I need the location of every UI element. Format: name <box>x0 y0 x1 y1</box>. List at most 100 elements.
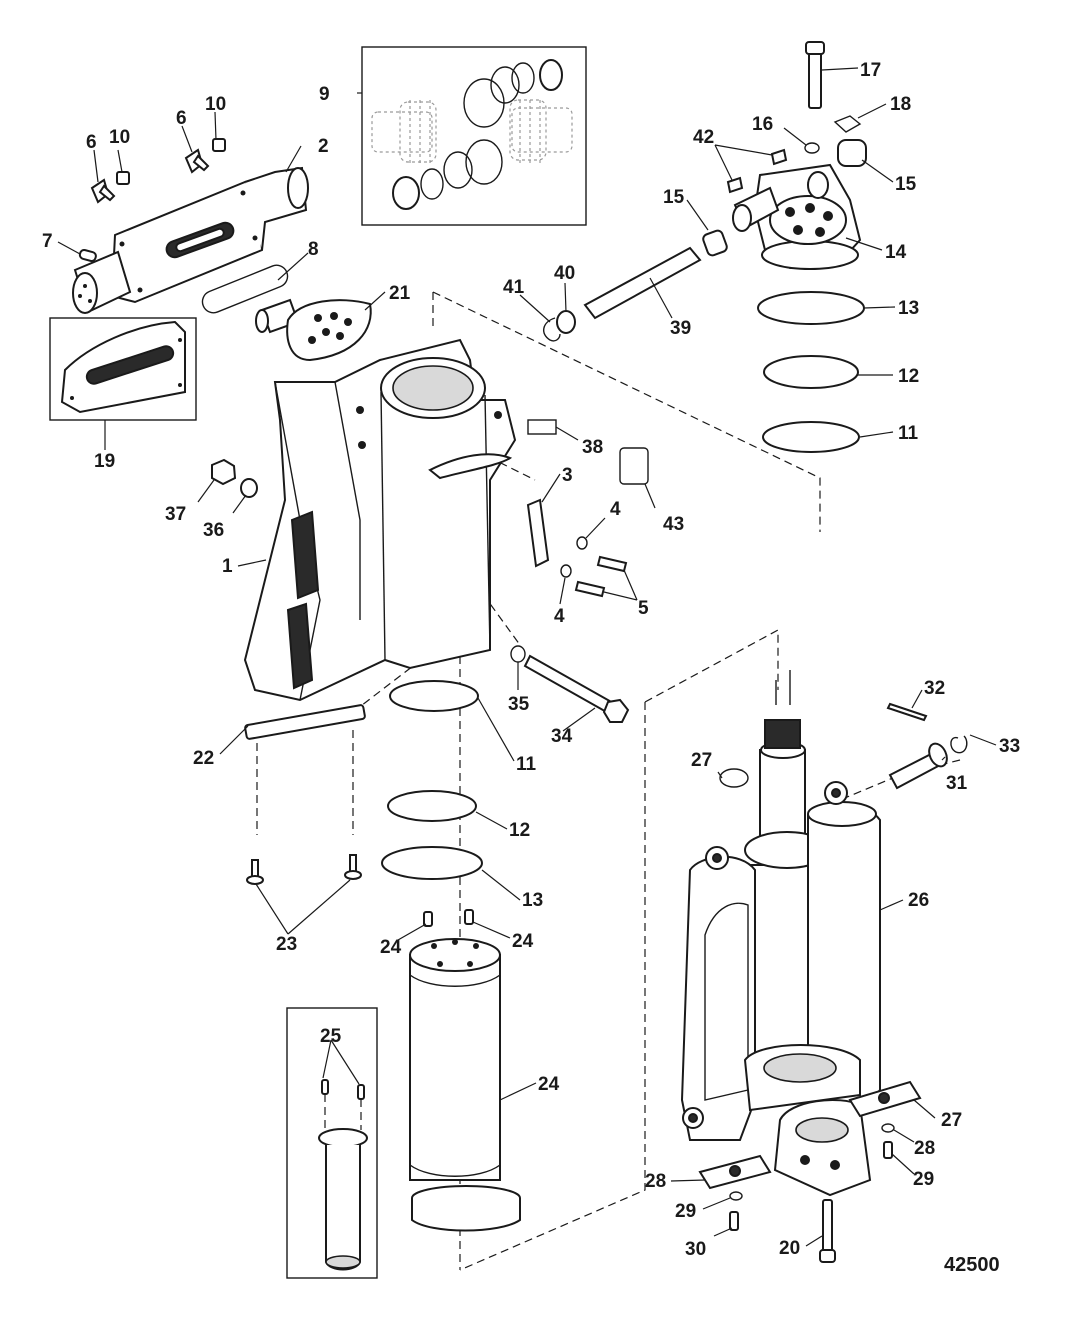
washer-part-4-lower <box>560 564 572 578</box>
callout-6-right: 6 <box>176 108 187 129</box>
swivel-bracket-part-1 <box>243 338 517 702</box>
callout-27-left: 28 <box>645 1171 666 1192</box>
washer-part-40 <box>556 310 576 334</box>
callout-15-left: 15 <box>663 187 685 208</box>
decal-part-43 <box>619 447 649 485</box>
callout-8: 8 <box>308 239 319 260</box>
inset-box-alternate-tube <box>286 1007 378 1279</box>
retaining-ring-part-41 <box>543 317 561 342</box>
callout-21: 22 <box>193 748 214 769</box>
bolt-part-34 <box>523 654 617 716</box>
cotter-pin-part-32 <box>886 702 928 722</box>
callout-10-left: 10 <box>109 127 130 148</box>
screw-part-42-upper <box>770 148 788 166</box>
inset-box-seal-kit <box>361 46 587 226</box>
washer-part-28-left <box>729 1191 743 1201</box>
callout-11-upper: 11 <box>898 423 919 444</box>
dowel-part-24-left <box>423 911 433 927</box>
screw-part-29-right <box>883 1141 893 1159</box>
plug-part-10-left <box>116 171 130 185</box>
callout-30: 20 <box>779 1238 800 1259</box>
bolt-part-30 <box>819 1199 836 1263</box>
ring-part-12-upper <box>763 355 859 389</box>
callout-1: 1 <box>222 556 233 577</box>
figure-number: 42500 <box>944 1254 1000 1276</box>
washer-part-17 <box>804 142 820 154</box>
trim-pump-assembly-part-25 <box>680 670 881 1141</box>
callout-26: 27 <box>691 750 712 771</box>
callout-6-left: 6 <box>86 132 97 153</box>
callout-12-upper: 12 <box>898 366 919 387</box>
callout-36: 36 <box>203 520 224 541</box>
retaining-ring-part-33 <box>950 735 968 754</box>
callout-2: 2 <box>318 136 329 157</box>
callout-32: 32 <box>924 678 945 699</box>
callout-18: 18 <box>890 94 911 115</box>
callout-27-right: 27 <box>941 1110 962 1131</box>
callout-37: 37 <box>165 504 186 525</box>
washer-part-4-upper <box>576 536 588 550</box>
callout-31: 31 <box>946 773 968 794</box>
callout-39: 39 <box>670 318 691 339</box>
o-ring-part-26 <box>719 768 749 788</box>
ring-part-13-lower <box>381 846 483 880</box>
screw-part-22-left <box>246 859 264 885</box>
bushing-part-15-right <box>837 139 867 167</box>
callout-13-upper: 13 <box>898 298 919 319</box>
callout-24-inset: 25 <box>320 1026 342 1047</box>
washer-part-36 <box>240 478 258 498</box>
callout-42: 42 <box>693 127 714 148</box>
callout-13-lower: 13 <box>522 890 543 911</box>
washer-part-35 <box>510 645 526 663</box>
callout-35: 35 <box>508 694 530 715</box>
callout-4-lower: 4 <box>554 606 565 627</box>
callout-9: 9 <box>319 84 330 105</box>
bolt-part-16 <box>808 47 822 109</box>
seal-kit-part-9 <box>371 59 573 210</box>
callout-28-left: 29 <box>675 1201 696 1222</box>
callout-labels: 17 18 16 42 15 15 14 13 12 11 41 40 39 9… <box>42 60 1020 1276</box>
callout-17: 16 <box>752 114 773 135</box>
callout-7: 7 <box>42 231 53 252</box>
callout-25: 26 <box>908 890 929 911</box>
bolt-part-5-upper <box>596 555 628 573</box>
callout-33: 33 <box>999 736 1020 757</box>
ring-part-11-lower <box>389 680 479 712</box>
callout-24-right: 24 <box>512 931 534 952</box>
callout-41: 41 <box>503 277 525 298</box>
callout-15-right: 15 <box>895 174 917 195</box>
tube-part-23 <box>409 938 521 1232</box>
callout-20: 21 <box>389 283 411 304</box>
tab-part-18 <box>833 115 862 133</box>
callout-38: 38 <box>582 437 603 458</box>
ring-part-13-upper <box>757 291 865 325</box>
callout-24-left: 24 <box>380 937 402 958</box>
bolt-head-part-34 <box>602 698 630 723</box>
link-part-3 <box>526 498 550 568</box>
plug-part-10-right <box>212 138 226 152</box>
pivot-pin-part-31 <box>888 742 948 790</box>
ring-part-12-lower <box>387 790 477 822</box>
bolt-head-part-16 <box>805 41 825 55</box>
bushing-part-15-left <box>702 229 728 257</box>
bolt-part-5-lower <box>574 580 606 598</box>
callout-3: 3 <box>562 465 573 486</box>
alternate-tube-part <box>318 1079 368 1271</box>
callout-4-upper: 4 <box>610 499 621 520</box>
callout-14: 14 <box>885 242 907 263</box>
pivot-housing-part-14 <box>732 163 862 270</box>
inset-box-cover-plate <box>49 317 197 421</box>
screw-part-42-lower <box>726 176 744 194</box>
nut-part-37 <box>211 458 237 486</box>
plate-part-21 <box>244 704 366 740</box>
callout-16: 17 <box>860 60 881 81</box>
callout-5: 5 <box>638 598 649 619</box>
cover-plate-part-19 <box>60 320 186 414</box>
washer-part-28-right <box>881 1123 895 1133</box>
screw-part-22-right <box>344 854 362 880</box>
pump-manifold-part <box>773 1099 872 1197</box>
leader-lines <box>57 67 997 1247</box>
fitting-part-6-right <box>184 148 210 174</box>
ring-part-11-upper <box>762 421 860 453</box>
callout-40: 40 <box>554 263 575 284</box>
